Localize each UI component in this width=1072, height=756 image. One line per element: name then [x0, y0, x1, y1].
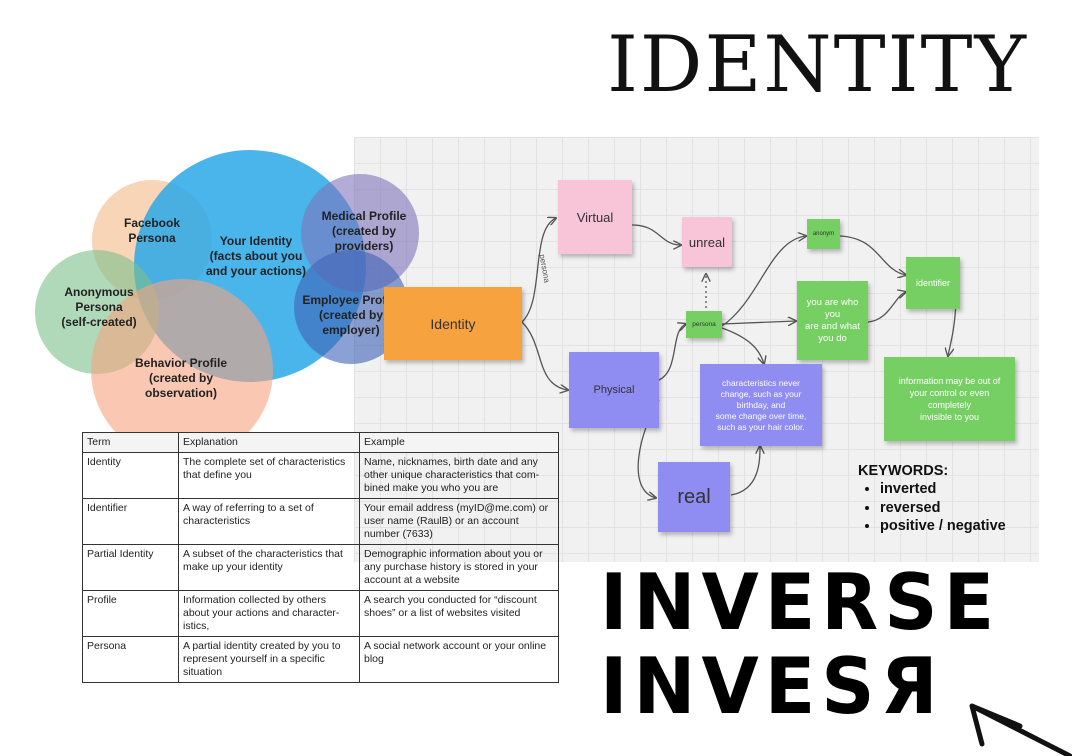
venn-label-behavior: Behavior Profile (created by observation…: [134, 356, 228, 400]
persona-note: persona: [686, 311, 722, 338]
table-row: Partial Identity A subset of the charact…: [82, 544, 559, 591]
employee-circle: [294, 250, 408, 364]
identifier-note: identifier: [906, 257, 960, 309]
virtual-note: Virtual: [558, 180, 632, 254]
table-cell: Information collected by others about yo…: [178, 590, 360, 637]
keywords-heading: KEYWORDS:: [858, 463, 949, 479]
table-cell: A search you conducted for “discount sho…: [359, 590, 559, 637]
table-row: Persona A partial identity created by yo…: [82, 636, 559, 683]
column-header: Example: [359, 432, 559, 453]
table-cell: Demographic information about you or any…: [359, 544, 559, 591]
behavior-circle: [91, 279, 273, 440]
keyword-item: reversed: [880, 499, 1006, 518]
table-row: Identifier A way of referring to a set o…: [82, 498, 559, 545]
table-cell: A social network account or your online …: [359, 636, 559, 683]
table-cell: Profile: [82, 590, 179, 637]
physical-note: Physical: [569, 352, 659, 428]
information-note: information may be out of your control o…: [884, 357, 1015, 441]
venn-label-your-identity: Your Identity (facts about you and your …: [205, 234, 306, 278]
table-cell: Persona: [82, 636, 179, 683]
table-row: Profile Information collected by others …: [82, 590, 559, 637]
table-cell: A partial identity created by you to rep…: [178, 636, 360, 683]
real-note: real: [658, 462, 730, 532]
unreal-note: unreal: [682, 217, 732, 267]
venn-label-facebook: Facebook Persona: [123, 216, 180, 245]
hand-drawn-arrow-icon: [969, 703, 1072, 756]
table-cell: Identity: [82, 452, 179, 499]
table-cell: The complete set of characteristics that…: [178, 452, 360, 499]
venn-label-anonymous: Anonymous Persona (self-created): [61, 285, 137, 329]
table-row: Identity The complete set of characteris…: [82, 452, 559, 499]
page-title: IDENTITY: [607, 20, 1028, 110]
table-cell: Identifier: [82, 498, 179, 545]
identity-note: Identity: [384, 287, 522, 360]
keyword-item: positive / negative: [880, 517, 1006, 536]
column-header: Explanation: [178, 432, 360, 453]
you-are-who-note: you are who you are and what you do: [797, 281, 868, 360]
table-cell: Partial Identity: [82, 544, 179, 591]
terms-table: Term Explanation Example Identity The co…: [82, 432, 559, 683]
anonym-note: anonym: [807, 219, 840, 249]
table-cell: A subset of the characteristics that mak…: [178, 544, 360, 591]
venn-diagram: [35, 150, 419, 440]
keyword-item: inverted: [880, 480, 1006, 499]
table-header-row: Term Explanation Example: [82, 432, 559, 453]
characteristics-note: characteristics never change, such as yo…: [700, 364, 822, 446]
table-cell: Your email address (myID@me.com) or user…: [359, 498, 559, 545]
inverse-reversed-word: INVESЯ: [600, 641, 944, 733]
table-cell: Name, nicknames, birth date and any othe…: [359, 452, 559, 499]
keywords-block: KEYWORDS: inverted reversed positive / n…: [858, 463, 1006, 536]
column-header: Term: [82, 432, 179, 453]
inverse-word: INVERSE: [600, 557, 1001, 649]
table-cell: A way of referring to a set of character…: [178, 498, 360, 545]
keywords-list: inverted reversed positive / negative: [858, 480, 1006, 536]
venn-label-medical: Medical Profile (created by providers): [321, 209, 407, 253]
